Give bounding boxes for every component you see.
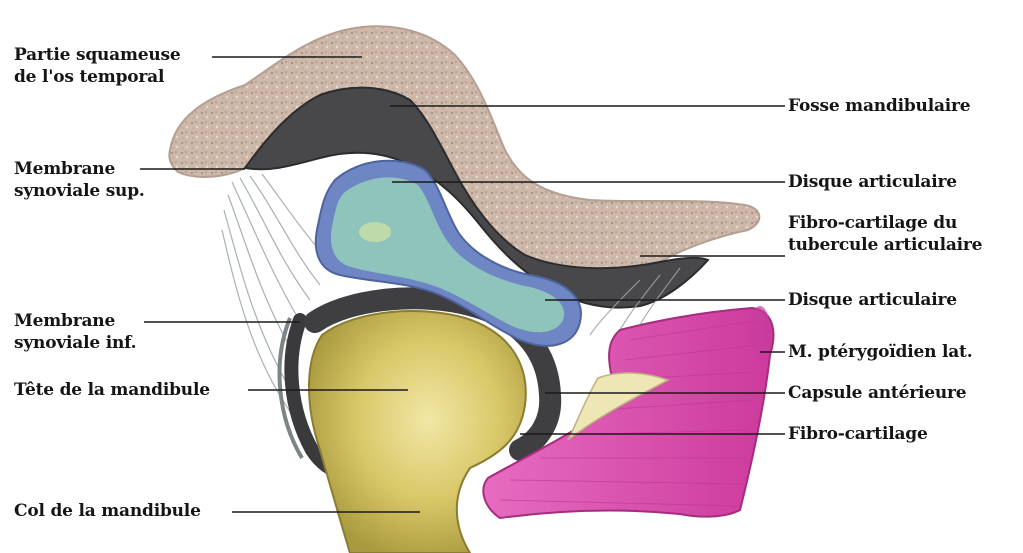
- label-synovial-sup-line2: synoviale sup.: [14, 180, 145, 202]
- label-fibrocartilage-tubercle: Fibro-cartilage du tubercule articulaire: [788, 212, 982, 256]
- label-fossa-text: Fosse mandibulaire: [788, 95, 970, 117]
- mandible-head: [309, 311, 526, 553]
- label-mandible-neck-text: Col de la mandibule: [14, 500, 201, 522]
- label-mandible-neck: Col de la mandibule: [14, 500, 201, 522]
- label-disc-upper: Disque articulaire: [788, 171, 957, 193]
- label-disc-lower-text: Disque articulaire: [788, 289, 957, 311]
- label-squamous-line2: de l'os temporal: [14, 66, 181, 88]
- label-synovial-inf-line1: Membrane: [14, 310, 136, 332]
- label-fibrocartilage: Fibro-cartilage: [788, 423, 928, 445]
- label-squamous-line1: Partie squameuse: [14, 44, 181, 66]
- label-capsule-text: Capsule antérieure: [788, 382, 966, 404]
- label-fibrocartilage-text: Fibro-cartilage: [788, 423, 928, 445]
- label-disc-lower: Disque articulaire: [788, 289, 957, 311]
- temporal-bone: [169, 26, 759, 268]
- label-synovial-inf: Membrane synoviale inf.: [14, 310, 136, 354]
- label-squamous-part: Partie squameuse de l'os temporal: [14, 44, 181, 88]
- label-mandibular-fossa: Fosse mandibulaire: [788, 95, 970, 117]
- label-fibro-tubercle-line2: tubercule articulaire: [788, 234, 982, 256]
- label-pterygoid-text: M. ptérygoïdien lat.: [788, 341, 972, 363]
- label-anterior-capsule: Capsule antérieure: [788, 382, 966, 404]
- label-synovial-sup: Membrane synoviale sup.: [14, 158, 145, 202]
- label-lateral-pterygoid: M. ptérygoïdien lat.: [788, 341, 972, 363]
- label-mandible-head-text: Tête de la mandibule: [14, 379, 210, 401]
- label-synovial-inf-line2: synoviale inf.: [14, 332, 136, 354]
- label-fibro-tubercle-line1: Fibro-cartilage du: [788, 212, 982, 234]
- label-synovial-sup-line1: Membrane: [14, 158, 145, 180]
- label-disc-upper-text: Disque articulaire: [788, 171, 957, 193]
- label-mandible-head: Tête de la mandibule: [14, 379, 210, 401]
